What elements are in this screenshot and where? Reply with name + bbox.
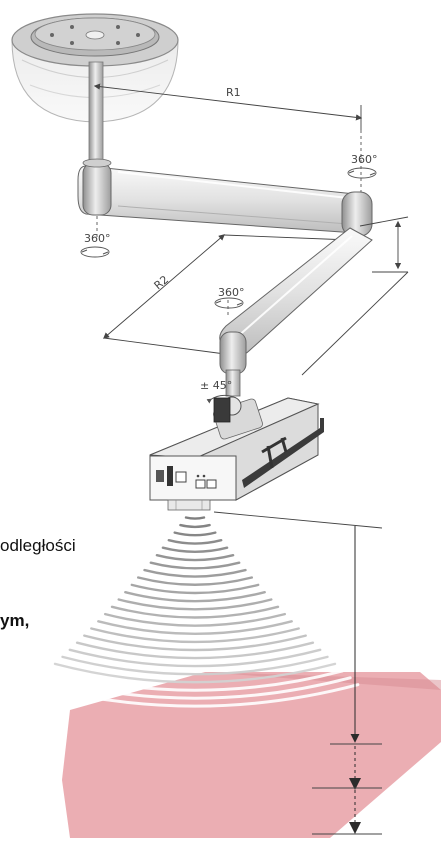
signal-wave-arc xyxy=(53,662,337,684)
signal-wave-arc xyxy=(179,523,211,529)
signal-wave-arc xyxy=(161,546,229,553)
detection-field xyxy=(62,672,441,838)
rotation-marker-arm-end: 360° xyxy=(347,153,378,179)
rotation-label-joint: 360° xyxy=(218,286,245,299)
signal-wave-arc xyxy=(130,583,260,595)
signal-wave-arc xyxy=(90,627,300,644)
rotation-label-arm-end: 360° xyxy=(351,153,378,166)
signal-wave-arc xyxy=(38,676,352,700)
signal-wave-arc xyxy=(83,634,307,652)
signal-wave-arc xyxy=(117,598,273,611)
rotation-marker-lower: 360° xyxy=(80,232,111,258)
vertical-adjust-dimension xyxy=(301,216,409,376)
cropped-text-line-2: ym, xyxy=(0,611,30,630)
signal-wave-arc xyxy=(124,591,266,603)
rotation-label-lower: 360° xyxy=(84,232,111,245)
signal-wave-arc xyxy=(137,576,253,586)
tilt-label: ± 45° xyxy=(200,379,232,392)
r1-label: R1 xyxy=(226,86,241,99)
signal-wave-arc xyxy=(155,554,235,562)
signal-wave-arc xyxy=(143,568,247,578)
rotation-marker-joint: 360° xyxy=(214,286,245,309)
upper-arm xyxy=(77,158,373,237)
signal-wave-arc xyxy=(149,561,241,570)
signal-wave-arc xyxy=(61,655,329,676)
distance-dimension xyxy=(213,511,383,835)
vertical-pole xyxy=(88,61,104,167)
signal-wave-arc xyxy=(30,683,360,708)
signal-wave-arc xyxy=(184,516,206,520)
signal-wave-arc xyxy=(75,641,315,660)
r2-label: R2 xyxy=(152,273,172,292)
detection-field-edge xyxy=(205,672,441,690)
signal-wave-arc xyxy=(68,648,322,668)
signal-wave-arc xyxy=(173,531,217,537)
signal-wave-arc xyxy=(46,669,344,692)
sensor-box-icon xyxy=(149,396,324,511)
signal-wave-icon xyxy=(30,516,360,708)
lower-arm xyxy=(219,227,373,397)
cropped-text-line-1: odległości xyxy=(0,536,76,555)
signal-wave-arc xyxy=(104,612,286,627)
r1-dimension: R1 xyxy=(93,83,363,130)
signal-wave-arc xyxy=(110,605,280,619)
signal-wave-arc xyxy=(167,539,223,545)
signal-wave-arc xyxy=(97,620,293,635)
